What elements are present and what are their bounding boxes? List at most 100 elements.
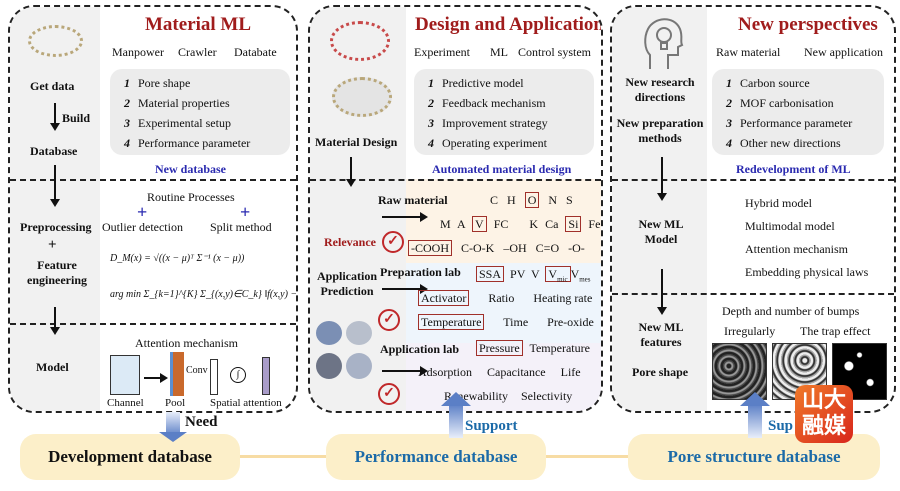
panel-title: Material ML xyxy=(145,14,252,35)
source: Raw material xyxy=(716,45,781,59)
label-feature-engineering: Feature engineering xyxy=(27,258,87,287)
molecule-image xyxy=(346,321,372,345)
molecule-image xyxy=(332,77,392,117)
arrow-right xyxy=(144,374,168,382)
label-get-data: Get data xyxy=(30,79,75,93)
raw-material-area xyxy=(406,179,601,263)
arrow-right xyxy=(382,213,428,221)
model-item: Multimodal model xyxy=(745,219,835,233)
pool-label: Pool xyxy=(165,397,186,409)
arrow-right xyxy=(382,367,428,375)
label-relevance: Relevance xyxy=(324,235,376,249)
attention-title: Attention mechanism xyxy=(135,336,238,350)
left-column xyxy=(612,7,707,411)
label-raw-material: Raw material xyxy=(378,193,448,207)
material-ml-panel: Material ML Manpower Crawler Databate Ge… xyxy=(8,5,298,413)
source: ML xyxy=(490,45,508,59)
divider xyxy=(10,323,296,325)
app-row-2: Adsorption Capacitance Life xyxy=(418,365,581,379)
formula-mahalanobis: D_M(x) = √((x − μ)ᵀ Σ⁻¹ (x − μ)) xyxy=(110,253,245,264)
arrow-right xyxy=(382,285,428,293)
source: Experiment xyxy=(414,45,470,59)
molecule-image xyxy=(316,321,342,345)
label-preparation-lab: Preparation lab xyxy=(380,265,461,279)
new-perspectives-panel: New perspectives Raw material New applic… xyxy=(610,5,896,413)
check-circle-icon: ✓ xyxy=(378,383,400,405)
split-method: Split method xyxy=(210,220,272,234)
support-label: Sup xyxy=(768,418,794,434)
label-build: Build xyxy=(62,111,91,125)
label-application-lab: Application lab xyxy=(380,342,460,356)
label-new-ml-features: New ML features xyxy=(638,320,684,349)
channel-cube xyxy=(110,355,140,395)
label-material-design: Material Design xyxy=(315,135,398,149)
divider xyxy=(310,179,601,181)
left-column xyxy=(10,7,100,411)
support-arrow xyxy=(441,392,471,438)
panel-title: New perspectives xyxy=(738,14,878,35)
label-new-research-directions: New research directions xyxy=(625,75,695,104)
molecule-image xyxy=(316,353,342,379)
prep-row-2: Activator Ratio Heating rate xyxy=(418,290,592,306)
model-item: Embedding physical laws xyxy=(745,265,869,279)
pore-image xyxy=(712,343,767,400)
subtitle: Redevelopment of ML xyxy=(736,162,851,176)
trap-effect-text: The trap effect xyxy=(800,324,871,338)
check-circle-icon: ✓ xyxy=(382,231,404,253)
routine-processes: Routine Processes xyxy=(147,190,235,204)
channel-label: Channel xyxy=(107,397,144,409)
pool-layer xyxy=(170,352,184,396)
irregularly-text: Irregularly xyxy=(724,324,776,338)
subtitle: Automated material design xyxy=(432,162,572,176)
depth-bumps-text: Depth and number of bumps xyxy=(722,304,860,318)
head-lightbulb-icon xyxy=(644,18,684,69)
source: New application xyxy=(804,45,883,59)
label-new-ml-model: New ML Model xyxy=(638,217,684,246)
app-row-1: Pressure Temperature xyxy=(476,340,590,356)
need-label: Need xyxy=(185,414,218,430)
app-lab-area xyxy=(406,343,601,411)
panel-title: Design and Application xyxy=(415,14,603,35)
divider xyxy=(612,179,894,181)
divider xyxy=(612,293,894,295)
plus-sign: + xyxy=(48,237,57,253)
need-arrowhead xyxy=(159,432,187,442)
development-database: Development database xyxy=(20,434,240,480)
conv-label: Conv xyxy=(186,365,208,376)
subtitle: New database xyxy=(155,162,226,176)
molecule-image xyxy=(28,25,83,57)
label-pore-shape: Pore shape xyxy=(632,365,689,379)
divider xyxy=(10,179,296,181)
arrow-down xyxy=(51,103,59,131)
label-preprocessing: Preprocessing xyxy=(20,220,92,234)
source: Manpower xyxy=(112,45,164,59)
molecule-image xyxy=(330,21,390,61)
label-model: Model xyxy=(36,360,69,374)
arrow-down xyxy=(658,269,666,315)
functional-groups-row: -COOH C-O-K –OH C=O -O- xyxy=(408,240,585,256)
arrow-down xyxy=(51,165,59,207)
attention-map xyxy=(262,357,270,395)
design-application-panel: Design and Application Experiment ML Con… xyxy=(308,5,603,413)
plus-icon: + xyxy=(137,202,148,222)
sigmoid-icon: ∫ xyxy=(230,367,246,383)
logo-watermark: 山大融媒 xyxy=(795,385,853,443)
arrow-down xyxy=(658,157,666,201)
label-database: Database xyxy=(30,144,78,158)
arrow-down xyxy=(347,157,355,187)
model-item: Hybrid model xyxy=(745,196,812,210)
source: Control system xyxy=(518,45,592,59)
support-arrow xyxy=(740,392,770,438)
